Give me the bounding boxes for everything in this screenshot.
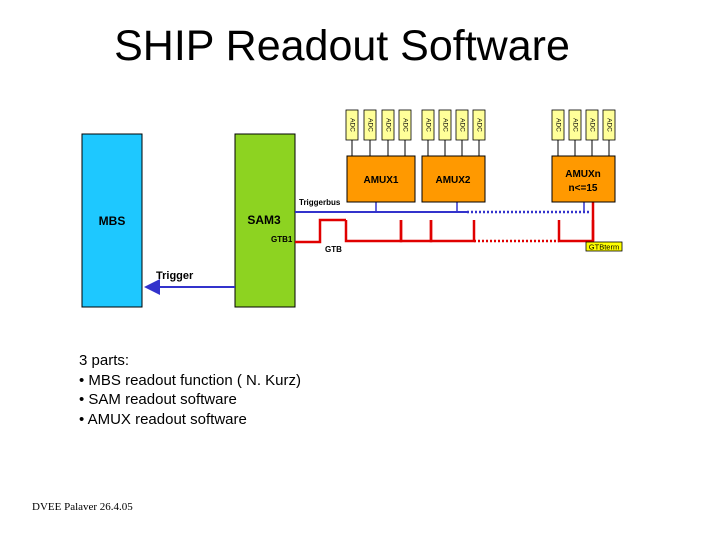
gtbterm-box	[585, 241, 623, 252]
adc-label: ADC	[555, 118, 562, 132]
amuxn-label-line2: n<=15	[569, 183, 598, 194]
adc-box	[602, 109, 616, 141]
adc-label: ADC	[442, 118, 449, 132]
adc-label: ADC	[385, 118, 392, 132]
adc-box	[568, 109, 582, 141]
adc-box	[438, 109, 452, 141]
adc-box	[421, 109, 435, 141]
amux2-box	[421, 155, 486, 203]
amux1-label: AMUX1	[363, 175, 398, 186]
adc-box	[363, 109, 377, 141]
adc-box	[472, 109, 486, 141]
adc-group: ADC ADC ADC ADC ADC ADC ADC ADC ADC ADC ADC ADC	[345, 109, 616, 156]
triggerbus-stubs	[375, 202, 585, 212]
adc-label: ADC	[572, 118, 579, 132]
adc-label: ADC	[606, 118, 613, 132]
parts-item: • SAM readout software	[79, 391, 237, 408]
adc-box	[585, 109, 599, 141]
amuxn-box	[551, 155, 616, 203]
gtb1-label: GTB1	[271, 235, 293, 244]
adc-label: ADC	[425, 118, 432, 132]
adc-box	[345, 109, 359, 141]
adc-label: ADC	[349, 118, 356, 132]
parts-heading: 3 parts:	[79, 352, 130, 369]
trigger-label: Trigger	[156, 270, 194, 282]
amuxn-label-line1: AMUXn	[565, 169, 601, 180]
parts-list: 3 parts: • MBS readout function ( N. Kur…	[79, 351, 301, 429]
gtb-line	[295, 218, 595, 244]
adc-box	[455, 109, 469, 141]
sam-box	[234, 133, 296, 308]
slide-title: SHIP Readout Software	[114, 22, 570, 70]
mbs-box	[81, 133, 143, 308]
triggerbus-label: Triggerbus	[299, 198, 341, 207]
adc-label: ADC	[589, 118, 596, 132]
slide-footer: DVEE Palaver 26.4.05	[32, 501, 133, 513]
sam-label: SAM3	[247, 213, 281, 227]
adc-label: ADC	[459, 118, 466, 132]
adc-label: ADC	[367, 118, 374, 132]
adc-box	[381, 109, 395, 141]
parts-item: • MBS readout function ( N. Kurz)	[79, 371, 302, 389]
amux1-box	[346, 155, 416, 203]
gtb-label: GTB	[325, 245, 342, 254]
adc-box	[551, 109, 565, 141]
adc-box	[398, 109, 412, 141]
parts-item: • AMUX readout software	[79, 410, 247, 428]
adc-label: ADC	[476, 118, 483, 132]
amux2-label: AMUX2	[435, 175, 470, 186]
adc-label: ADC	[402, 118, 409, 132]
mbs-label: MBS	[99, 214, 126, 228]
gtbterm-label: GTBterm	[589, 243, 619, 252]
